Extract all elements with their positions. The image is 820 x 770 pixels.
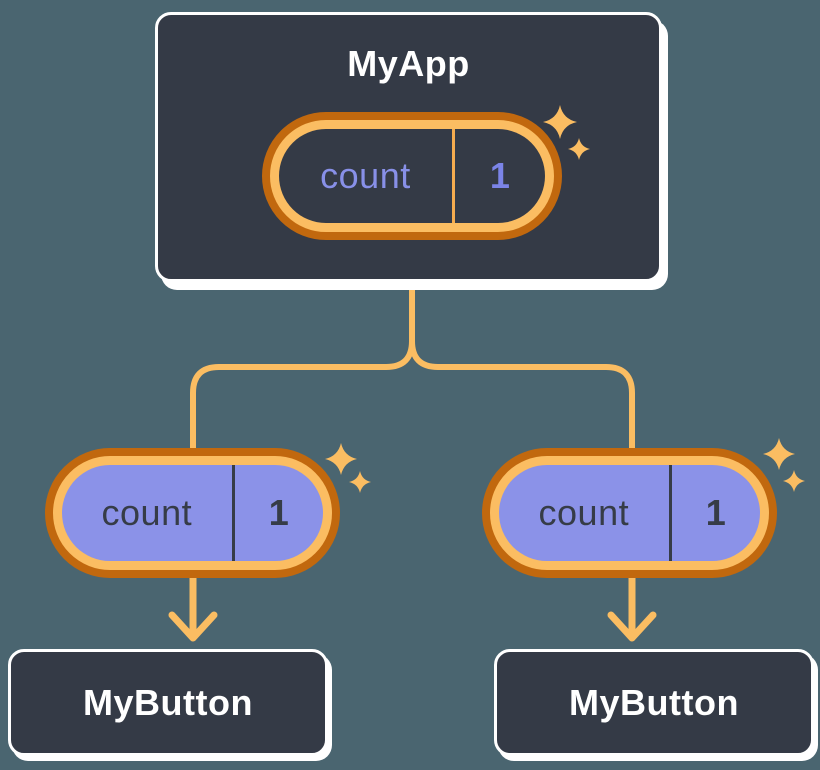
prop-pill-left-body: count 1 [62, 465, 323, 561]
leaf-component-title-right: MyButton [569, 681, 739, 723]
state-pill-label: count [320, 155, 411, 196]
state-pill-body: count 1 [279, 129, 545, 223]
root-component-title: MyApp [347, 43, 470, 84]
state-pill-value: 1 [489, 155, 510, 196]
prop-pill-right-label: count [538, 492, 630, 533]
arrow-right-head-icon [607, 611, 657, 642]
leaf-component-card-right: MyButton [494, 649, 814, 756]
leaf-component-title-left: MyButton [83, 681, 253, 723]
branch-left-line [190, 280, 415, 478]
arrow-left-head-icon [168, 611, 218, 642]
prop-pill-left-divider [231, 465, 235, 561]
prop-pill-right-value: 1 [705, 492, 726, 533]
prop-pill-right-body: count 1 [499, 465, 760, 561]
prop-pill-left-label: count [101, 492, 193, 533]
prop-pill-right-divider [668, 465, 672, 561]
leaf-component-card-left: MyButton [8, 649, 328, 756]
state-pill: count 1 [262, 112, 562, 240]
prop-pill-left-value: 1 [268, 492, 289, 533]
state-pill-divider [451, 129, 455, 223]
branch-right-line [409, 280, 635, 478]
prop-pill-right: count 1 [482, 448, 777, 578]
prop-pill-left: count 1 [45, 448, 340, 578]
